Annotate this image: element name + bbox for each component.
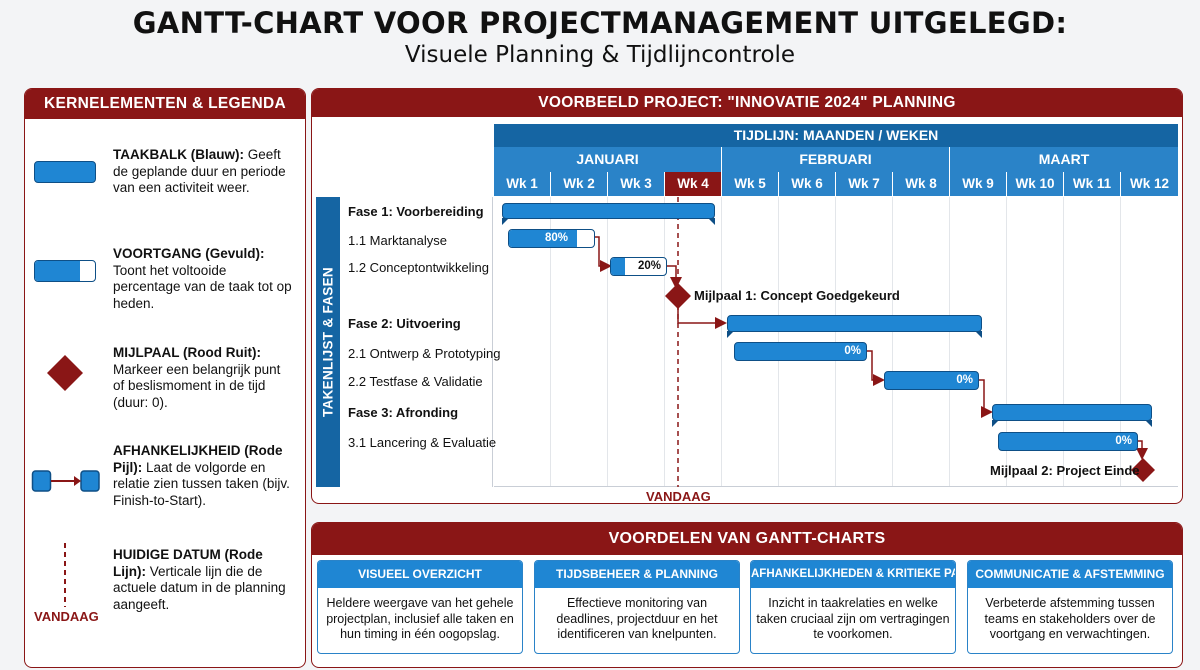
legend-item-text: Markeer een belangrijk punt of beslismom… (113, 361, 281, 410)
month-january: JANUARI (494, 147, 722, 172)
task-bar: 0% (998, 432, 1138, 451)
phase-bar (992, 404, 1152, 421)
week-row: Wk 1 Wk 2 Wk 3 Wk 4 Wk 5 Wk 6 Wk 7 Wk 8 … (494, 172, 1178, 196)
month-row: JANUARI FEBRUARI MAART (494, 147, 1178, 172)
milestone-label: Mijlpaal 1: Concept Goedgekeurd (694, 288, 900, 303)
legend-item-title: TAAKBALK (Blauw): (113, 147, 244, 162)
gantt-today-label: VANDAAG (646, 489, 711, 504)
week-header: Wk 3 (608, 172, 665, 196)
legend-item-taskbar: TAAKBALK (Blauw): Geeft de geplande duur… (113, 147, 293, 197)
progress-label: 80% (544, 232, 568, 244)
week-header: Wk 2 (551, 172, 608, 196)
task-row-label: Fase 1: Voorbereiding (348, 204, 484, 219)
dependency-arrows (595, 197, 1148, 487)
phase-bar (502, 203, 715, 219)
progress-legend-icon (34, 260, 96, 282)
benefits-panel: VOORDELEN VAN GANTT-CHARTS VISUEEL OVERZ… (311, 522, 1183, 668)
progress-label: 20% (637, 260, 661, 272)
legend-item-text: Toont het voltooide percentage van de ta… (113, 262, 292, 311)
week-header: Wk 5 (722, 172, 779, 196)
diamond-icon (47, 355, 83, 391)
legend-item-milestone: MIJLPAAL (Rood Ruit): Markeer een belang… (113, 345, 293, 411)
gantt-heading: VOORBEELD PROJECT: "INNOVATIE 2024" PLAN… (312, 89, 1182, 117)
week-header: Wk 10 (1007, 172, 1064, 196)
task-bar: 0% (734, 342, 867, 361)
progress-label: 0% (1115, 435, 1132, 447)
task-bar: 0% (884, 371, 979, 390)
benefit-card: TIJDSBEHEER & PLANNING Effectieve monito… (534, 560, 740, 654)
task-list-column (340, 197, 493, 487)
week-header-current: Wk 4 (665, 172, 722, 196)
benefit-card-text: Effectieve monitoring van deadlines, pro… (556, 596, 718, 641)
legend-heading: KERNELEMENTEN & LEGENDA (25, 89, 305, 119)
benefit-card-title: VISUEEL OVERZICHT (318, 561, 522, 588)
gantt-grid (494, 197, 1178, 487)
progress-label: 0% (956, 374, 973, 386)
milestone-diamond-icon (665, 283, 691, 309)
legend-item-text: Geeft de geplande duur en periode van ee… (113, 147, 286, 195)
benefit-card-title: AFHANKELIJKHEDEN & KRITIEKE PAD (751, 561, 955, 588)
phase-bar (727, 315, 982, 332)
benefit-card: AFHANKELIJKHEDEN & KRITIEKE PAD Inzicht … (750, 560, 956, 654)
milestone-label: Mijlpaal 2: Project Einde (990, 463, 1140, 478)
legend-item-current-date: HUIDIGE DATUM (Rode Lijn): Verticale lij… (113, 547, 293, 613)
task-row-label: 2.2 Testfase & Validatie (348, 374, 483, 389)
task-row-label: Fase 3: Afronding (348, 405, 459, 420)
progress-label: 0% (844, 345, 861, 357)
week-header: Wk 8 (893, 172, 950, 196)
legend-item-text: Laat de volgorde en relatie zien tussen … (113, 459, 290, 508)
task-row-label: 2.1 Ontwerp & Prototyping (348, 346, 501, 361)
benefit-card: VISUEEL OVERZICHT Heldere weergave van h… (317, 560, 523, 654)
week-header: Wk 1 (494, 172, 551, 196)
task-bar: 80% (508, 229, 595, 248)
page-subtitle: Visuele Planning & Tijdlijncontrole (404, 42, 796, 68)
dependency-arrow-icon (31, 470, 100, 492)
milestone-diamond-icon (1131, 458, 1155, 482)
task-row-label: 1.2 Conceptontwikkeling (348, 260, 489, 275)
week-header: Wk 12 (1121, 172, 1178, 196)
taskbar-legend-icon (34, 161, 96, 183)
gantt-panel: VOORBEELD PROJECT: "INNOVATIE 2024" PLAN… (311, 88, 1183, 504)
week-header: Wk 7 (836, 172, 893, 196)
legend-item-title: HUIDIGE DATUM (Rode Lijn): (113, 547, 263, 579)
benefit-card: COMMUNICATIE & AFSTEMMING Verbeterde afs… (967, 560, 1173, 654)
legend-item-progress: VOORTGANG (Gevuld): Toont het voltooide … (113, 246, 293, 312)
task-row-label: Fase 2: Uitvoering (348, 316, 461, 331)
timeline-label: TIJDLIJN: MAANDEN / WEKEN (494, 124, 1178, 147)
benefit-card-title: TIJDSBEHEER & PLANNING (535, 561, 739, 588)
task-row-label: 3.1 Lancering & Evaluatie (348, 435, 497, 450)
task-row-label: 1.1 Marktanalyse (348, 233, 447, 248)
legend-item-title: AFHANKELIJKHEID (Rode Pijl): (113, 443, 283, 475)
month-february: FEBRUARI (722, 147, 950, 172)
legend-item-title: MIJLPAAL (Rood Ruit): (113, 345, 261, 360)
legend-panel: KERNELEMENTEN & LEGENDA TAAKBALK (Blauw)… (24, 88, 306, 668)
task-list-side-label: TAKENLIJST & FASEN (316, 197, 340, 487)
legend-item-text: Verticale lijn die de actuele datum in d… (113, 563, 286, 612)
legend-item-title: VOORTGANG (Gevuld): (113, 246, 265, 261)
benefit-card-text: Verbeterde afstemming tussen teams en st… (984, 596, 1156, 641)
week-header: Wk 6 (779, 172, 836, 196)
month-march: MAART (950, 147, 1178, 172)
week-header: Wk 9 (950, 172, 1007, 196)
benefits-heading: VOORDELEN VAN GANTT-CHARTS (312, 523, 1182, 555)
legend-today-label: VANDAAG (34, 609, 99, 624)
benefit-card-title: COMMUNICATIE & AFSTEMMING (968, 561, 1172, 588)
page-title: GANTT-CHART VOOR PROJECTMANAGEMENT UITGE… (132, 6, 1068, 40)
today-line-icon (64, 543, 66, 607)
benefit-card-text: Heldere weergave van het gehele projectp… (326, 596, 514, 641)
task-bar: 20% (610, 257, 667, 276)
week-header: Wk 11 (1064, 172, 1121, 196)
benefit-card-text: Inzicht in taakrelaties en welke taken c… (756, 596, 950, 641)
legend-item-dependency: AFHANKELIJKHEID (Rode Pijl): Laat de vol… (113, 443, 293, 509)
